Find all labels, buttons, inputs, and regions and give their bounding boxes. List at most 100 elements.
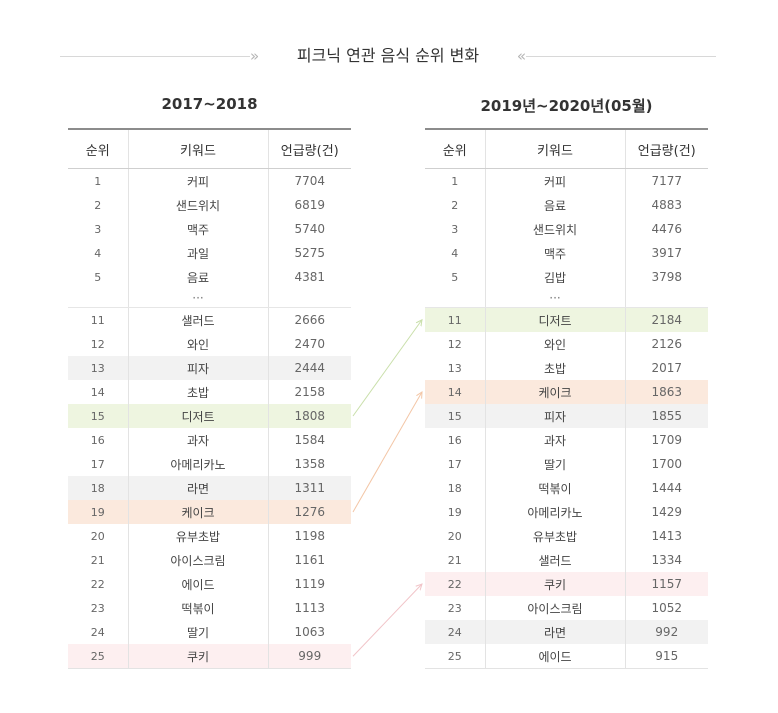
count-cell: 1413 bbox=[651, 529, 683, 543]
keyword-cell: 아메리카노 bbox=[128, 452, 269, 476]
rank-cell: 3 bbox=[425, 217, 486, 241]
count-cell: 2184 bbox=[625, 307, 708, 332]
rank-cell: 1 bbox=[425, 168, 486, 193]
count-cell: 1584 bbox=[294, 433, 326, 447]
keyword-cell: 과일 bbox=[128, 241, 269, 265]
ellipsis-count-cell bbox=[268, 289, 351, 308]
rank-cell: 14 bbox=[425, 380, 486, 404]
keyword-cell: 케이크 bbox=[485, 380, 626, 404]
keyword-cell: 초밥 bbox=[128, 380, 269, 404]
count-cell: 1700 bbox=[651, 457, 683, 471]
keyword-cell: 떡볶이 bbox=[485, 476, 626, 500]
rank-cell: 4 bbox=[68, 241, 129, 265]
keyword-cell: 음료 bbox=[485, 193, 626, 217]
rank-cell: 12 bbox=[68, 332, 129, 356]
keyword-cell: 떡볶이 bbox=[128, 596, 269, 620]
rank-change-arrow bbox=[352, 584, 422, 657]
rank-cell: 21 bbox=[68, 548, 129, 572]
keyword-cell: 샌드위치 bbox=[485, 217, 626, 241]
keyword-cell: 케이크 bbox=[128, 500, 269, 524]
count-cell: 1063 bbox=[294, 625, 326, 639]
rank-cell: 5 bbox=[68, 265, 129, 289]
count-cell: 2158 bbox=[294, 385, 326, 399]
keyword-cell: 커피 bbox=[128, 168, 269, 193]
count-cell: 7177 bbox=[651, 174, 683, 188]
count-cell: 1157 bbox=[625, 572, 708, 596]
ellipsis-cell: ··· bbox=[485, 289, 626, 308]
rank-change-arrow bbox=[352, 392, 422, 513]
count-cell: 2470 bbox=[294, 337, 326, 351]
keyword-cell: 와인 bbox=[485, 332, 626, 356]
count-cell: 1808 bbox=[268, 404, 351, 428]
count-cell: 1334 bbox=[651, 553, 683, 567]
table-header-row: 순위 키워드 언급량(건) bbox=[425, 128, 708, 169]
count-cell: 1161 bbox=[294, 553, 326, 567]
rank-cell: 18 bbox=[425, 476, 486, 500]
header-keyword: 키워드 bbox=[128, 128, 269, 169]
count-cell: 1709 bbox=[651, 433, 683, 447]
ellipsis-row: ··· bbox=[425, 289, 708, 308]
double-chevron-left-icon: « bbox=[516, 47, 526, 65]
keyword-cell: 에이드 bbox=[485, 644, 626, 669]
count-cell: 1311 bbox=[268, 476, 351, 500]
header-rank: 순위 bbox=[68, 128, 129, 169]
count-cell: 4883 bbox=[651, 198, 683, 212]
rank-cell: 24 bbox=[68, 620, 129, 644]
rank-change-arrow bbox=[352, 320, 422, 417]
count-cell: 3917 bbox=[651, 246, 683, 260]
ellipsis-row: ··· bbox=[68, 289, 351, 308]
keyword-cell: 샐러드 bbox=[485, 548, 626, 572]
keyword-cell: 아메리카노 bbox=[485, 500, 626, 524]
rank-cell: 23 bbox=[425, 596, 486, 620]
rank-cell: 19 bbox=[68, 500, 129, 524]
rank-cell: 25 bbox=[68, 644, 129, 669]
count-cell: 1855 bbox=[625, 404, 708, 428]
count-cell: 1052 bbox=[651, 601, 683, 615]
count-cell: 2444 bbox=[268, 356, 351, 380]
table-header-row: 순위 키워드 언급량(건) bbox=[68, 128, 351, 169]
count-cell: 1198 bbox=[294, 529, 326, 543]
count-cell: 4476 bbox=[651, 222, 683, 236]
header-count: 언급량(건) bbox=[625, 128, 708, 169]
keyword-cell: 딸기 bbox=[128, 620, 269, 644]
rank-cell: 14 bbox=[68, 380, 129, 404]
count-cell: 915 bbox=[625, 644, 708, 669]
keyword-cell: 샌드위치 bbox=[128, 193, 269, 217]
rank-cell: 13 bbox=[68, 356, 129, 380]
left-table-title: 2017~2018 bbox=[161, 95, 258, 113]
header-rank: 순위 bbox=[425, 128, 486, 169]
rank-cell: 12 bbox=[425, 332, 486, 356]
rank-cell: 3 bbox=[68, 217, 129, 241]
rank-cell: 20 bbox=[68, 524, 129, 548]
header-count: 언급량(건) bbox=[268, 128, 351, 169]
rank-cell: 1 bbox=[68, 168, 129, 193]
count-cell: 5275 bbox=[294, 246, 326, 260]
